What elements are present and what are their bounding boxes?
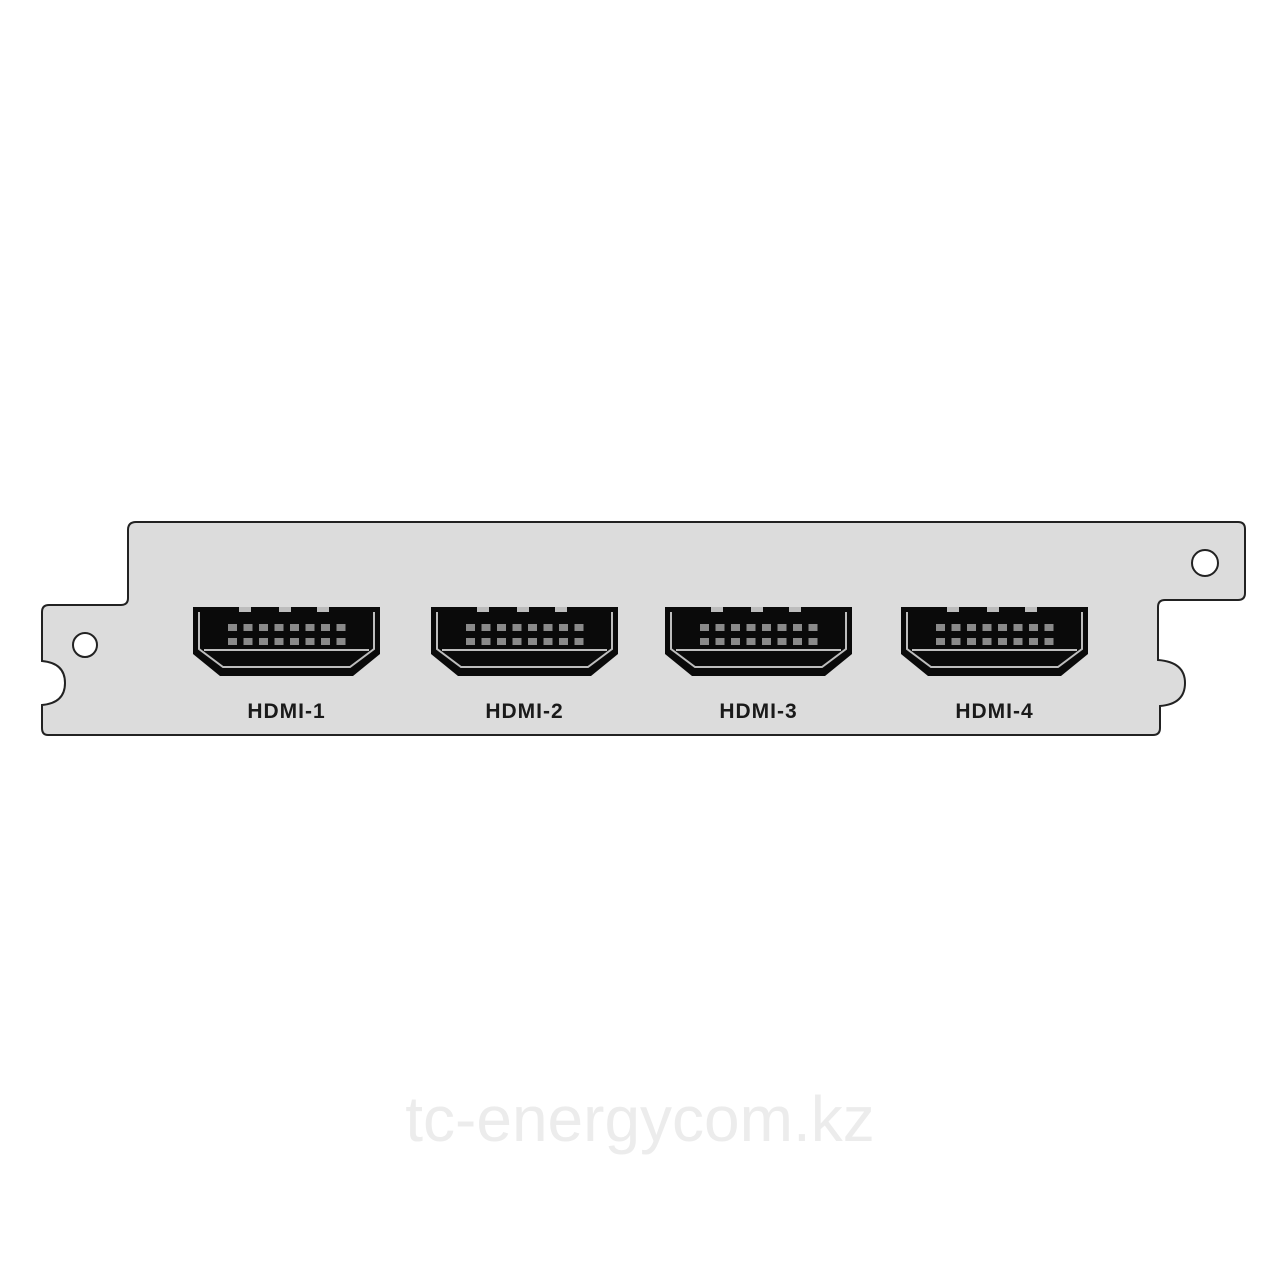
connector-pin (512, 624, 522, 631)
connector-pin (543, 638, 553, 645)
connector-tab (279, 607, 291, 612)
connector-tab (317, 607, 329, 612)
connector-pin (731, 624, 740, 631)
connector-pin (336, 638, 346, 645)
connector-pin (512, 638, 522, 645)
connector-pin (982, 638, 992, 645)
connector-pin (481, 638, 491, 645)
connector-pin (1044, 638, 1054, 645)
connector-tab (1025, 607, 1037, 612)
connector-pin (715, 624, 725, 631)
connector-pin (998, 638, 1007, 645)
connector-tab (751, 607, 763, 612)
connector-tab (987, 607, 999, 612)
connector-pin (559, 624, 568, 631)
connector-pin (998, 624, 1007, 631)
connector-pin (228, 638, 237, 645)
connector-pin (746, 624, 756, 631)
port-label: HDMI-3 (719, 700, 797, 723)
connector-pin (466, 624, 475, 631)
hdmi-port-3: HDMI-3 (665, 607, 852, 723)
connector-pin (808, 624, 818, 631)
connector-pin (1029, 638, 1038, 645)
connector-inner-outline (670, 612, 847, 668)
connector-pin (481, 624, 491, 631)
watermark: tc-energycom.kz (405, 1083, 875, 1155)
connector-pin (700, 638, 709, 645)
connector-pin (731, 638, 740, 645)
connector-pin (243, 638, 253, 645)
connector-pin (305, 624, 315, 631)
connector-inner-outline (198, 612, 375, 668)
connector-pin (228, 624, 237, 631)
connector-pin (1029, 624, 1038, 631)
connector-pin (967, 638, 976, 645)
connector-pin (274, 638, 284, 645)
connector-pin (336, 624, 346, 631)
hdmi-connector-icon (901, 607, 1088, 676)
connector-pin (700, 624, 709, 631)
connector-pin (321, 624, 330, 631)
port-label: HDMI-4 (955, 700, 1033, 723)
connector-pin (967, 624, 976, 631)
connector-pin (559, 638, 568, 645)
connector-pin (793, 638, 802, 645)
connector-tab (239, 607, 251, 612)
connector-pin (936, 624, 945, 631)
hdmi-connector-icon (665, 607, 852, 676)
connector-pin (574, 624, 584, 631)
connector-pin (1044, 624, 1054, 631)
connector-pin (808, 638, 818, 645)
connector-tab (711, 607, 723, 612)
hdmi-port-2: HDMI-2 (431, 607, 618, 723)
hdmi-port-1: HDMI-1 (193, 607, 380, 723)
connector-pin (259, 624, 268, 631)
connector-pin (982, 624, 992, 631)
connector-pin (543, 624, 553, 631)
connector-pin (1013, 638, 1023, 645)
port-label: HDMI-2 (485, 700, 563, 723)
connector-pin (274, 624, 284, 631)
connector-pin (305, 638, 315, 645)
connector-pin (1013, 624, 1023, 631)
connector-inner-outline (436, 612, 613, 668)
hdmi-port-4: HDMI-4 (901, 607, 1088, 723)
connector-pin (497, 638, 506, 645)
mount-hole-left (72, 632, 98, 658)
connector-pin (290, 638, 299, 645)
connector-tab (947, 607, 959, 612)
connector-tab (517, 607, 529, 612)
connector-pin (290, 624, 299, 631)
port-label: HDMI-1 (247, 700, 325, 723)
connector-pin (466, 638, 475, 645)
connector-pin (528, 624, 537, 631)
connector-pin (762, 638, 771, 645)
mount-hole-right (1191, 549, 1219, 577)
connector-pin (243, 624, 253, 631)
connector-pin (762, 624, 771, 631)
connector-pin (951, 638, 961, 645)
connector-pin (574, 638, 584, 645)
connector-pin (528, 638, 537, 645)
hdmi-connector-icon (431, 607, 618, 676)
bracket-plate (41, 521, 1246, 736)
connector-pin (497, 624, 506, 631)
connector-pin (936, 638, 945, 645)
connector-tab (789, 607, 801, 612)
hdmi-connector-icon (193, 607, 380, 676)
connector-pin (259, 638, 268, 645)
connector-tab (477, 607, 489, 612)
connector-pin (746, 638, 756, 645)
connector-pin (777, 624, 787, 631)
connector-pin (321, 638, 330, 645)
connector-inner-outline (906, 612, 1083, 668)
connector-pin (777, 638, 787, 645)
connector-pin (715, 638, 725, 645)
connector-pin (951, 624, 961, 631)
connector-tab (555, 607, 567, 612)
connector-pin (793, 624, 802, 631)
